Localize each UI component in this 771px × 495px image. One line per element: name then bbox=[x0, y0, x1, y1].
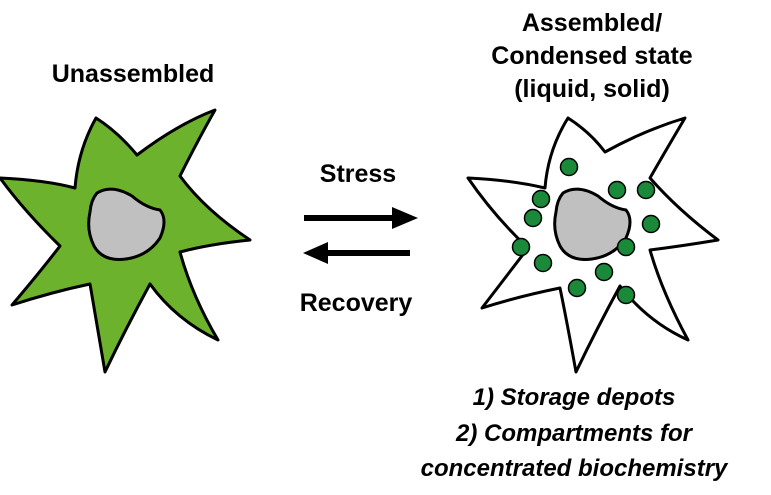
assembled-label-line3: (liquid, solid) bbox=[514, 75, 670, 103]
condensate-granule bbox=[531, 189, 551, 209]
function-item-2: 2) Compartments for bbox=[455, 420, 694, 447]
condensate-granule bbox=[607, 180, 627, 200]
condensate-granule bbox=[594, 262, 614, 282]
function-item-3: concentrated biochemistry bbox=[421, 455, 729, 482]
condensate-granule bbox=[616, 237, 636, 257]
condensate-granule bbox=[511, 237, 531, 257]
condensate-granules bbox=[511, 157, 661, 305]
unassembled-label: Unassembled bbox=[52, 60, 215, 88]
recovery-label: Recovery bbox=[300, 289, 413, 317]
reverse-arrow bbox=[303, 242, 410, 264]
condensate-granule bbox=[616, 285, 636, 305]
stress-label: Stress bbox=[320, 160, 396, 188]
function-item-1: 1) Storage depots bbox=[473, 384, 676, 411]
condensate-granule bbox=[523, 208, 543, 228]
forward-arrow bbox=[304, 207, 418, 229]
condensate-granule bbox=[567, 278, 587, 298]
condensate-granule bbox=[533, 253, 553, 273]
assembled-label-line2: Condensed state bbox=[491, 42, 693, 70]
condensate-granule bbox=[641, 214, 661, 234]
unassembled-cell bbox=[0, 108, 252, 374]
condensate-granule bbox=[636, 180, 656, 200]
assembled-label-line1: Assembled/ bbox=[522, 9, 662, 37]
assembled-cell bbox=[466, 116, 720, 374]
unassembled-nucleus bbox=[87, 187, 166, 261]
assembled-nucleus bbox=[553, 187, 632, 261]
condensate-granule bbox=[559, 157, 579, 177]
